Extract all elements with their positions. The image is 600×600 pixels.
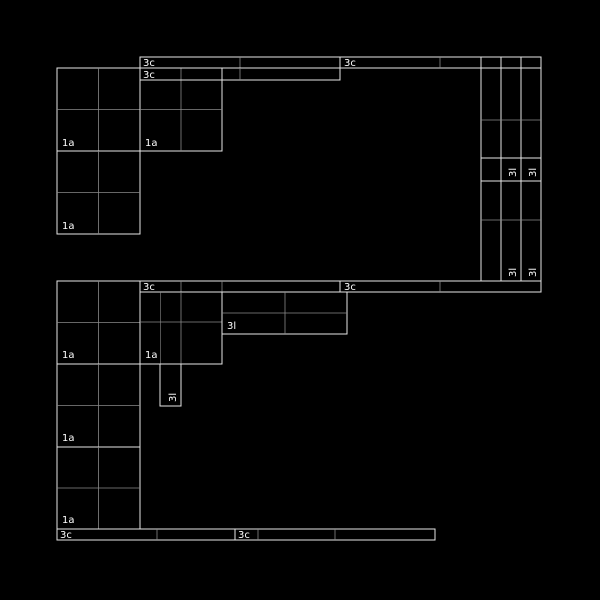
module-label: 3c bbox=[143, 70, 155, 81]
module-3l: 3l bbox=[528, 168, 539, 177]
module-label: 1a bbox=[145, 138, 158, 149]
module-3c: 3c bbox=[339, 280, 542, 293]
module-label: 1a bbox=[62, 221, 75, 232]
module-label: 3c bbox=[238, 530, 250, 541]
module-label: 3c bbox=[344, 282, 356, 293]
module-1a: 1a bbox=[56, 150, 141, 235]
module-label: 3l bbox=[508, 168, 519, 177]
module-3l: 3l bbox=[508, 268, 519, 277]
module-3l: 3l bbox=[221, 291, 348, 335]
module-3l: 3l bbox=[159, 363, 182, 407]
module-label: 3l bbox=[508, 268, 519, 277]
module-label: 3l bbox=[528, 168, 539, 177]
module-3c: 3c bbox=[139, 67, 341, 81]
module-label: 3l bbox=[227, 321, 236, 332]
module-label: 1a bbox=[62, 350, 75, 361]
module-label: 3c bbox=[60, 530, 72, 541]
module-label: 1a bbox=[62, 515, 75, 526]
module-label: 1a bbox=[145, 350, 158, 361]
module-3c: 3c bbox=[234, 528, 436, 541]
module-label: 1a bbox=[62, 138, 75, 149]
module-label: 3c bbox=[344, 58, 356, 69]
module-3l: 3l bbox=[528, 268, 539, 277]
module-label: 1a bbox=[62, 433, 75, 444]
module-label: 3l bbox=[528, 268, 539, 277]
module-3l: 3l bbox=[508, 168, 519, 177]
module-label: 3c bbox=[143, 58, 155, 69]
module-label: 3l bbox=[168, 393, 179, 402]
module-label: 3c bbox=[143, 282, 155, 293]
